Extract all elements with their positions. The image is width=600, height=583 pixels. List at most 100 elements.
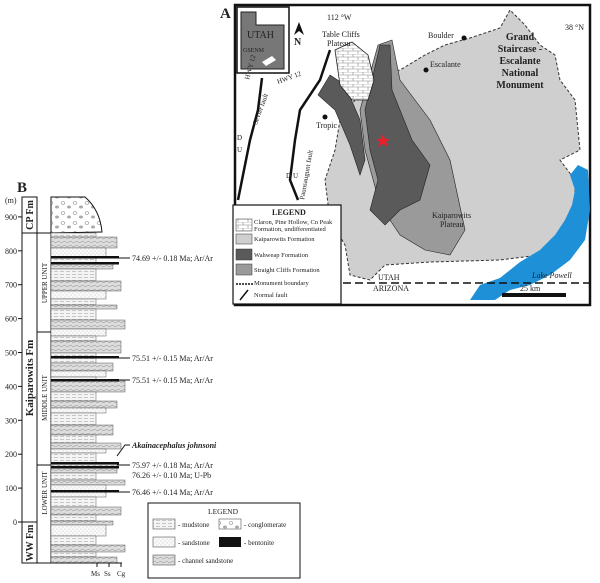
bentonite-bed	[51, 262, 119, 265]
stratum-bed	[50, 514, 97, 522]
annotation-arrow	[116, 444, 130, 457]
escalante-label: Escalante	[430, 60, 461, 69]
depth-tick-label: 800	[5, 247, 17, 256]
map-legend: LEGEND Claron, Pine Hollow, Cn Peak Form…	[232, 204, 342, 305]
legend-swatch-bentonite	[219, 537, 241, 547]
paunsaugunt-fault	[288, 49, 332, 201]
stratum-bed	[50, 524, 107, 537]
bentonite-bed	[51, 379, 119, 382]
annotations: 74.69 +/- 0.18 Ma; Ar/Ar 75.51 +/- 0.15 …	[116, 254, 217, 497]
gsenm-inset-shape	[262, 56, 276, 66]
panel-label-b: B	[17, 180, 27, 196]
latitude-label: 38 °N	[565, 23, 584, 32]
unit-label-lower: LOWER UNIT	[41, 471, 49, 515]
fossil-annotation: Akainacephalus johnsoni	[131, 441, 217, 450]
stratum-bed	[50, 472, 97, 481]
tropic-label: Tropic	[316, 121, 337, 130]
table-cliffs-label-2: Plateau	[327, 39, 351, 48]
stratum-bed	[50, 506, 122, 516]
unit-label-upper: UPPER UNIT	[41, 262, 49, 303]
unit-label: (m)	[5, 196, 17, 205]
legend-label: Monument boundary	[254, 280, 309, 287]
legend-swatch-straight-cliffs	[235, 263, 253, 276]
bentonite-bed	[51, 256, 119, 259]
north-arrow-icon	[294, 22, 304, 35]
bentonite-bed	[51, 356, 119, 359]
annotation: 76.26 +/- 0.10 Ma; U-Pb	[132, 471, 211, 480]
stratum-bed	[50, 442, 122, 450]
stratum-bed	[50, 434, 97, 444]
section-legend-title: LEGEND	[208, 507, 239, 516]
stratum-bed	[50, 544, 126, 553]
legend-swatch-conglomerate	[218, 518, 242, 530]
fault-mark: D	[286, 172, 291, 180]
bentonite-bed	[51, 490, 119, 493]
lake-powell	[470, 165, 590, 300]
monument-label-line: Staircase -	[498, 44, 543, 55]
legend-swatch-fault	[239, 289, 249, 301]
formation-label-cp: CP Fm	[25, 199, 36, 229]
legend-swatch-sandstone	[152, 536, 176, 548]
table-cliffs-label-1: Table Cliffs	[322, 30, 360, 39]
monument-label-line: Monument	[496, 80, 544, 91]
claron-formation	[334, 41, 375, 101]
stratum-bed	[50, 335, 97, 342]
stratum-bed	[50, 496, 97, 508]
strata-column	[50, 232, 126, 564]
legend-swatch-mudstone	[152, 518, 176, 530]
utah-label: UTAH	[378, 273, 400, 282]
lake-powell-label: Lake Powell	[531, 271, 573, 280]
stratum-bed	[50, 319, 126, 330]
stratum-bed	[50, 308, 97, 321]
monument-label: Grand Staircase - Escalante National Mon…	[496, 32, 544, 91]
stratum-bed	[50, 407, 107, 414]
wahweap-formation	[364, 44, 431, 226]
kaiparowits-plateau-label-1: Kaiparowits	[432, 211, 471, 220]
depth-tick-label: 600	[5, 315, 17, 324]
north-label: N	[294, 37, 302, 48]
stratum-bed	[50, 362, 114, 372]
legend-label: - sandstone	[178, 539, 210, 547]
stratum-bed	[50, 340, 122, 354]
study-site-star-icon	[376, 134, 390, 147]
legend-label: Formation, undifferentiated	[254, 226, 326, 233]
grain-axis-label: Ms	[91, 570, 100, 578]
stratum-bed	[50, 232, 97, 238]
annotation: 75.51 +/- 0.15 Ma; Ar/Ar	[132, 354, 213, 363]
formation-label-kaiparowits: Kaiparowits Fm	[24, 340, 36, 417]
inset-state-label: UTAH	[247, 30, 274, 41]
conglomerate-bed	[50, 196, 103, 234]
map-legend-title: LEGEND	[272, 208, 306, 217]
annotation: 74.69 +/- 0.18 Ma; Ar/Ar	[132, 254, 213, 263]
stratum-bed	[50, 400, 118, 409]
legend-label: Claron, Pine Hollow, Cn Peak	[254, 219, 333, 226]
legend-label: Normal fault	[254, 292, 288, 299]
grain-axis-label: Ss	[104, 570, 111, 578]
escalante-marker	[423, 67, 429, 73]
annotation: 75.51 +/- 0.15 Ma; Ar/Ar	[132, 376, 213, 385]
inset-site-label: GSENM	[243, 48, 265, 54]
utah-shape	[240, 11, 285, 70]
stratum-bed	[50, 556, 118, 564]
stratum-bed	[50, 298, 97, 306]
stratum-bed	[50, 263, 114, 270]
legend-swatch-wahweap	[235, 248, 253, 261]
legend-label: - bentonite	[244, 539, 274, 547]
fault-mark: U	[237, 146, 242, 154]
legend-swatch-claron	[235, 218, 253, 232]
stratum-bed	[50, 328, 107, 337]
stratum-bed	[50, 424, 114, 436]
legend-swatch-channel-sandstone	[152, 554, 176, 566]
formation-label-ww: WW Fm	[25, 524, 36, 561]
arizona-label: ARIZONA	[373, 284, 409, 293]
grain-axis-label: Cg	[117, 570, 126, 578]
panel-a-map: A UTAH GSENM N 112 °W 38 °N Table Cliffs…	[220, 3, 592, 307]
stratum-bed	[50, 268, 97, 282]
bentonite-bed	[51, 466, 119, 469]
stratum-bed	[50, 551, 97, 558]
scale-label: 25 km	[520, 284, 541, 293]
stratum-bed	[50, 479, 126, 486]
depth-tick-label: 0	[13, 518, 17, 527]
depth-tick-label: 300	[5, 416, 17, 425]
